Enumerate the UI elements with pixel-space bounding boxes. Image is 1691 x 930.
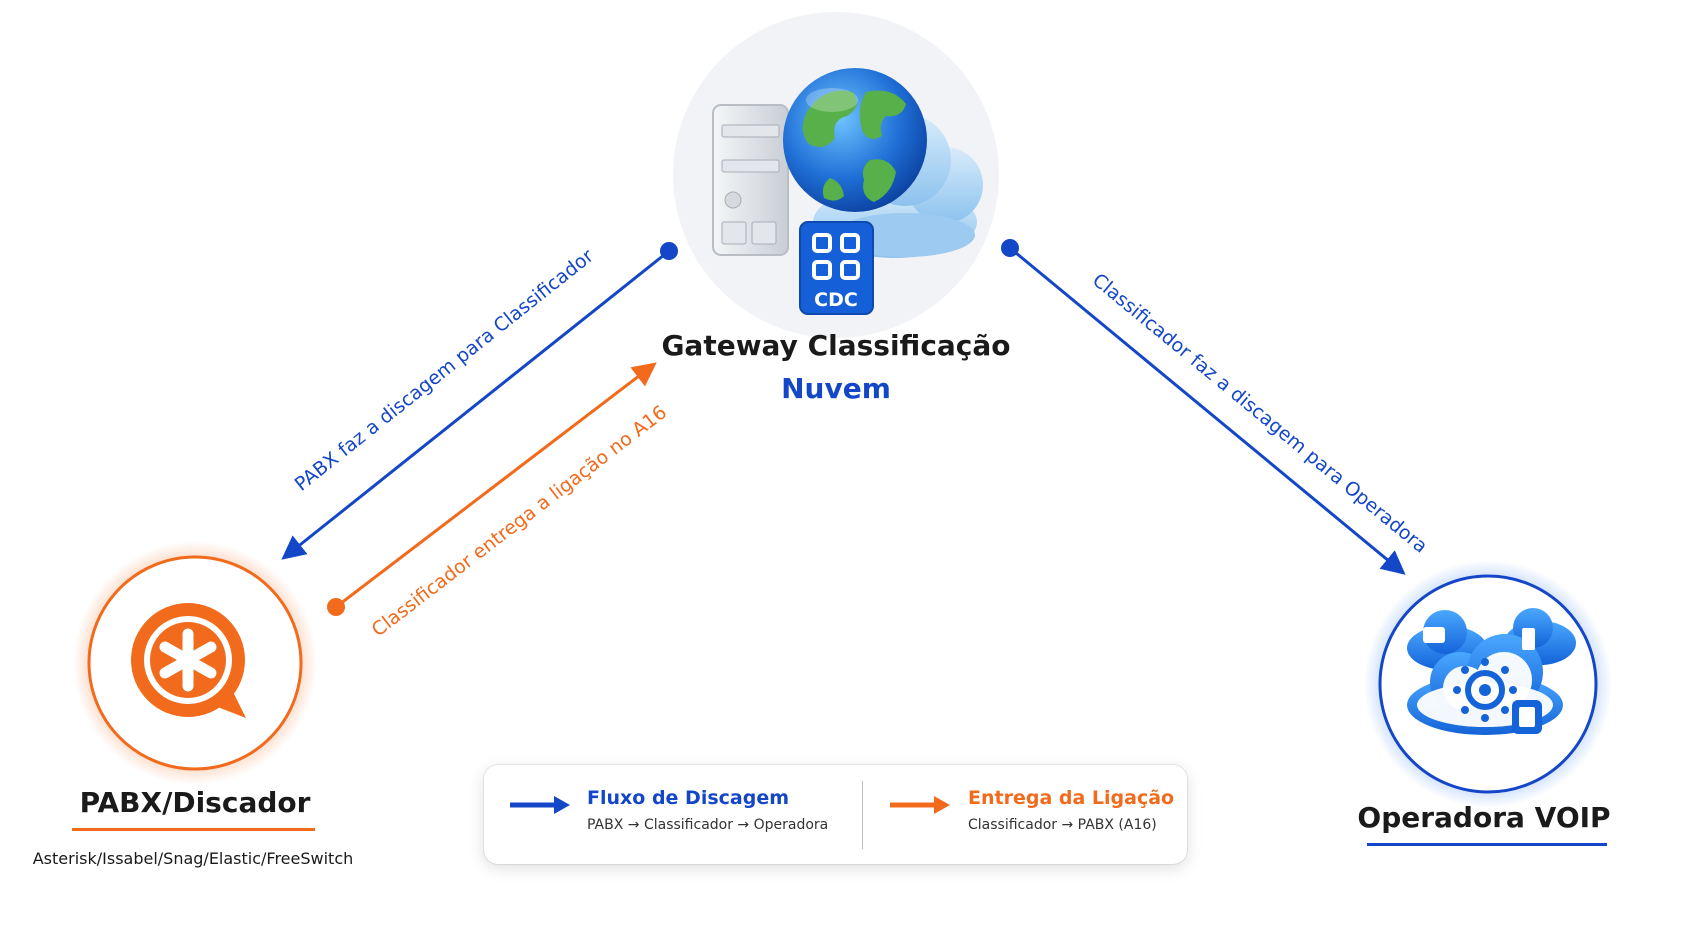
operadora-underline <box>1367 843 1607 846</box>
cdc-badge: CDC <box>799 221 874 315</box>
legend-divider <box>862 781 863 849</box>
legend-item-delivery: Entrega da Ligação Classificador → PABX … <box>968 787 1174 833</box>
blue-arrow-icon <box>510 796 570 814</box>
cloud-telephony-icon <box>1407 608 1576 735</box>
gateway-title: Gateway Classificação <box>661 329 1010 362</box>
arrow-label-gateway-to-operadora: Classificador faz a discagem para Operad… <box>1088 269 1431 558</box>
asterisk-chat-icon <box>131 603 246 718</box>
legend-dial-sub: PABX → Classificador → Operadora <box>587 817 829 833</box>
arrow-gateway-to-operadora: Classificador faz a discagem para Operad… <box>1001 239 1432 575</box>
gateway-subtitle: Nuvem <box>781 372 891 405</box>
cdc-badge-label: CDC <box>814 289 858 311</box>
mobile-icon <box>1522 628 1535 650</box>
legend-delivery-title: Entrega da Ligação <box>968 787 1175 809</box>
legend: Fluxo de Discagem PABX → Classificador →… <box>484 765 1187 864</box>
gateway-node: CDC Gateway Classificação Nuvem <box>661 12 1011 405</box>
telephone-icon <box>1423 627 1445 643</box>
orange-arrow-icon <box>890 796 950 814</box>
arrow-label-pabx-to-gateway: PABX faz a discagem para Classificador <box>291 245 598 496</box>
globe-icon <box>783 68 927 212</box>
operadora-title: Operadora VOIP <box>1357 801 1610 834</box>
pabx-underline <box>72 828 315 831</box>
pabx-title: PABX/Discador <box>80 786 311 819</box>
server-icon <box>712 104 789 256</box>
pabx-node: PABX/Discador Asterisk/Issabel/Snag/Elas… <box>33 541 354 868</box>
pabx-caption: Asterisk/Issabel/Snag/Elastic/FreeSwitch <box>33 849 354 868</box>
legend-item-dial: Fluxo de Discagem PABX → Classificador →… <box>587 787 828 833</box>
arrow-pabx-to-gateway: PABX faz a discagem para Classificador <box>281 242 678 560</box>
legend-dial-title: Fluxo de Discagem <box>587 787 790 809</box>
operadora-node: Operadora VOIP <box>1357 560 1612 846</box>
legend-delivery-sub: Classificador → PABX (A16) <box>968 817 1157 833</box>
arrow-label-gateway-to-pabx: Classificador entrega a ligação no A16 <box>368 401 671 641</box>
